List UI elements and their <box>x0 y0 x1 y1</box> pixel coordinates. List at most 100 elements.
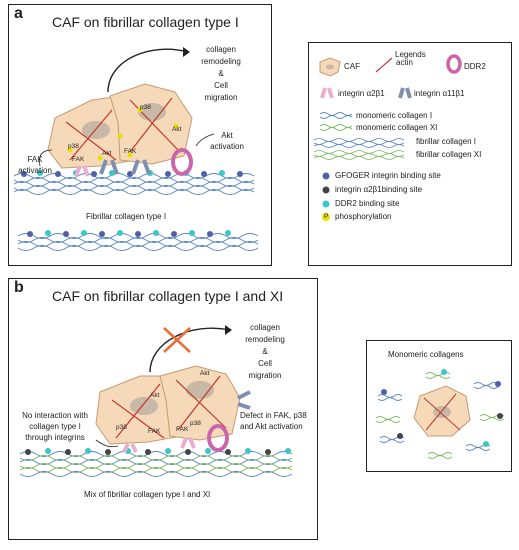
legend-a2b1-dot <box>322 186 330 194</box>
integrin-a2b1-a <box>74 165 90 177</box>
cell-mark-a-3: Akt <box>172 126 182 133</box>
fak-activation-a-2: activation <box>18 166 52 175</box>
panel-a-title: CAF on fibrillar collagen type I <box>52 14 239 30</box>
outcome-b-line3: & <box>262 347 268 356</box>
panel-a-outcome: collagen remodeling & Cell migration <box>192 44 250 104</box>
cell-mark-b-3: p38 <box>190 420 201 427</box>
legend-fib-I: fibrillar collagen I <box>416 137 477 146</box>
cell-mark-a-0: p38 <box>68 143 79 150</box>
outcome-arrowhead <box>183 47 190 57</box>
outcome-a-line1: collagen <box>206 45 236 54</box>
legend-integrin-a11b1-icon <box>398 87 412 99</box>
mono-binding-sites <box>381 369 503 447</box>
fibrillar-collagen-a-lower <box>17 233 259 251</box>
no-interaction-callout <box>95 439 119 448</box>
legend-gfoger: GFOGER integrin binding site <box>335 171 441 180</box>
cell-mark-b-1: Akt <box>200 370 210 377</box>
panel-a-label: a <box>14 5 23 22</box>
akt-activation-a-2: activation <box>210 142 244 151</box>
nucleus-b1 <box>130 397 158 415</box>
legend-panel <box>308 42 512 266</box>
cell-mark-a-1: p38 <box>140 104 151 111</box>
legend-fib-I-icon <box>313 138 405 148</box>
cell-mark-b-4: FAK <box>148 428 161 435</box>
collagen-label-a: Fibrillar collagen type I <box>86 212 167 221</box>
actin-b <box>111 375 227 439</box>
panel-b-outcome: collagen remodeling & Cell migration <box>236 322 294 382</box>
integrin-a2b1-b2 <box>180 437 196 449</box>
nucleus-a1 <box>82 121 110 139</box>
fak-callout-a <box>38 149 53 167</box>
integrin-a11b1-a <box>99 159 119 175</box>
legend-title: Legends <box>395 50 426 59</box>
fak-activation-a-1: FAK <box>27 155 43 164</box>
outcome-a-line2: remodeling <box>201 57 241 66</box>
cell-mark-a-5: FAK <box>124 148 137 155</box>
legend-mono-I: monomeric collagen I <box>356 111 433 120</box>
phospho-a <box>67 107 179 161</box>
legend-phospho-mark: P <box>324 213 329 220</box>
ddr2-b <box>207 424 229 452</box>
ddr2-a <box>171 148 193 176</box>
outcome-b-line5: migration <box>248 371 282 380</box>
outcome-a-line3: & <box>218 69 224 78</box>
legend-caf: CAF <box>344 62 360 71</box>
cell-mark-a-4: FAK <box>72 156 85 163</box>
legend-ddr2-site: DDR2 binding site <box>335 199 400 208</box>
legend-mono-XI: monomeric collagen XI <box>356 123 438 132</box>
nucleus-a2 <box>138 103 166 121</box>
akt-activation-a: Akt activation <box>200 130 254 152</box>
monomeric-title: Monomeric collagens <box>388 350 464 359</box>
legend-mono-XI-icon <box>319 124 353 131</box>
integrin-a2b1-b <box>122 443 138 453</box>
outcome-a-line4: Cell <box>214 81 228 90</box>
binding-sites-b <box>25 448 291 455</box>
legend-ddr2-dot <box>322 200 330 208</box>
binding-sites-a <box>21 170 243 237</box>
nucleus-b2 <box>186 381 214 399</box>
defect-note: Defect in FAK, p38 and Akt activation <box>240 410 307 432</box>
cell-mark-b-2: p38 <box>116 424 127 431</box>
legend-mono-I-icon <box>319 112 353 119</box>
blocked-cross <box>163 327 191 353</box>
legend-integrin-a2b1-icon <box>320 87 334 99</box>
legend-gfoger-dot <box>322 172 330 180</box>
legend-ddr2-icon <box>446 54 462 74</box>
akt-callout-a <box>195 133 215 147</box>
no-interaction-note: No interaction with collagen type I thro… <box>10 410 100 443</box>
fibrillar-collagen-a <box>13 173 255 195</box>
outcome-a-line5: migration <box>204 93 238 102</box>
defect-1: Defect in FAK, p38 <box>240 411 307 420</box>
integrin-a11b1-b <box>237 390 251 410</box>
defect-2: and Akt activation <box>240 422 303 431</box>
cell-mark-a-2: Akt <box>102 150 112 157</box>
legend-actin: actin <box>396 58 413 67</box>
outcome-b-line1: collagen <box>250 323 280 332</box>
panel-b-title: CAF on fibrillar collagen type I and XI <box>52 288 284 304</box>
outcome-b-line2: remodeling <box>245 335 285 344</box>
legend-actin-icon <box>375 57 393 73</box>
legend-integrin-a2b1: integrin α2β1 <box>338 89 385 98</box>
integrin-a11b1-a2 <box>131 159 151 175</box>
cell-mark-b-0: Akt <box>150 392 160 399</box>
akt-activation-a-1: Akt <box>221 131 233 140</box>
legend-phospho: phosphorylation <box>335 212 392 221</box>
no-interaction-2: collagen type I <box>29 422 81 431</box>
legend-fib-XI-icon <box>313 150 405 160</box>
actin-a <box>65 97 179 161</box>
legend-integrin-a11b1: integrin α11β1 <box>414 89 465 98</box>
cell-mark-b-5: FAK <box>176 426 189 433</box>
panel-b-label: b <box>14 279 24 296</box>
no-interaction-1: No interaction with <box>22 411 88 420</box>
legend-ddr2: DDR2 <box>464 62 486 71</box>
legend-fib-XI: fibrillar collagen XI <box>416 150 482 159</box>
mono-collagen-XI <box>375 372 505 459</box>
outcome-arrow <box>107 48 189 93</box>
outcome-b-line4: Cell <box>258 359 272 368</box>
fak-activation-a: FAK activation <box>12 154 58 176</box>
legend-a2b1-site: integrin α2β1binding site <box>335 185 423 194</box>
